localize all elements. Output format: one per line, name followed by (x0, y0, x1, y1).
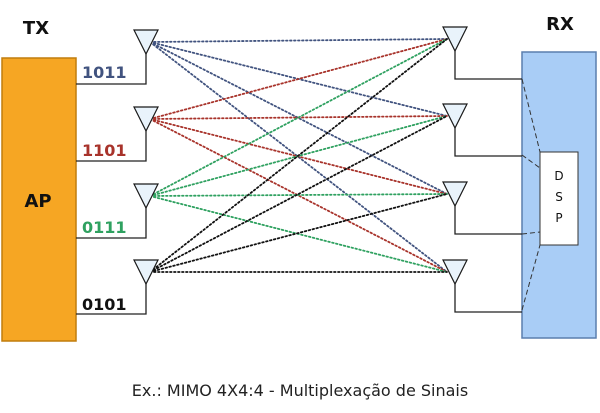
tx-wire-4 (76, 284, 147, 315)
tx-antenna-icon-4 (133, 259, 159, 286)
stream-3-to-rx-1 (149, 38, 448, 197)
stream-2-to-rx-1 (149, 38, 448, 120)
rx-antenna-icon-3 (442, 181, 468, 208)
stream-bits-3: 0111 (82, 218, 127, 237)
tx-antenna-icon-3 (133, 183, 159, 210)
dsp-letter-s: S (555, 190, 563, 204)
stream-bits-2: 1101 (82, 141, 127, 160)
rx-antenna-icon-4 (442, 259, 468, 286)
tx-antenna-icon-1 (133, 29, 159, 56)
rx-antennas (442, 26, 468, 286)
dsp-dashed-links (521, 78, 541, 311)
tx-wire-1 (76, 54, 147, 85)
dsp-letter-p: P (555, 211, 562, 225)
tx-antennas (133, 29, 159, 286)
ap-label: AP (24, 191, 51, 212)
dsp-letter-d: D (554, 169, 563, 183)
rx-wire-4 (454, 284, 522, 313)
stream-bits-1: 1011 (82, 63, 127, 82)
stream-3-to-rx-4 (149, 195, 448, 273)
rx-wire-2 (454, 128, 522, 157)
rx-wire-3 (454, 206, 522, 235)
stream-bits-4: 0101 (82, 295, 127, 314)
tx-wire-3 (76, 208, 147, 239)
stream-4-to-rx-3 (149, 193, 448, 273)
rx-wire-1 (454, 51, 522, 80)
signal-streams (149, 38, 448, 273)
tx-heading: TX (23, 18, 49, 39)
tx-wires (76, 54, 147, 315)
stream-1-to-rx-3 (149, 41, 448, 195)
ap-block (1, 57, 77, 342)
stream-4-to-rx-1 (149, 38, 448, 273)
stream-1-to-rx-1 (149, 38, 448, 43)
stream-3-to-rx-3 (149, 193, 448, 197)
rx-wires (454, 51, 522, 313)
stream-2-to-rx-4 (149, 118, 448, 273)
tx-antenna-icon-2 (133, 106, 159, 133)
stream-4-to-rx-2 (149, 115, 448, 273)
dsp-box (539, 151, 579, 246)
caption: Ex.: MIMO 4X4:4 - Multiplexação de Sinai… (132, 381, 468, 400)
rx-heading: RX (546, 14, 574, 35)
tx-wire-2 (76, 131, 147, 162)
rx-antenna-icon-1 (442, 26, 468, 53)
rx-antenna-icon-2 (442, 103, 468, 130)
